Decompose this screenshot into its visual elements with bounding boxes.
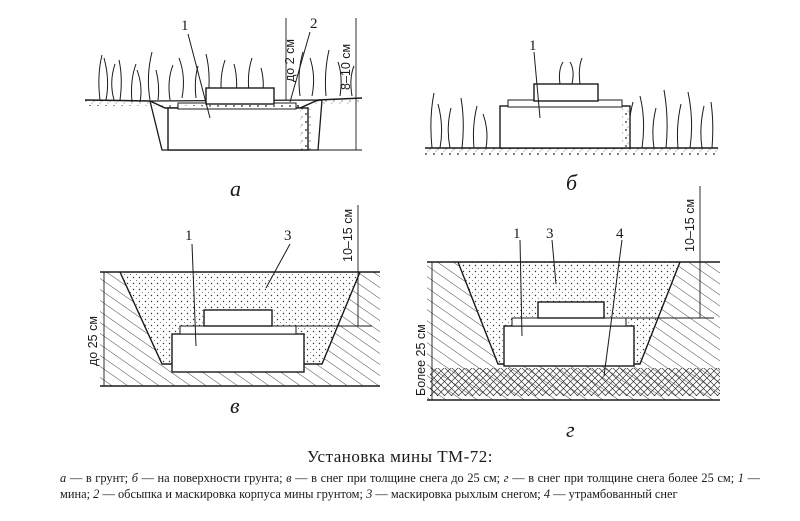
- legend-text-3: — маскировка рыхлым снегом;: [372, 487, 544, 501]
- panel-g: 1 3 4 Более 25 см 10–15 см г: [414, 186, 720, 442]
- legend-key-a: а: [60, 471, 67, 485]
- grass-a: [98, 49, 355, 103]
- legend-key-v: в: [286, 471, 292, 485]
- legend-text-b: — на поверхности грунта;: [137, 471, 287, 485]
- caption-legend: а — в грунт; б — на поверхности грунта; …: [60, 470, 760, 502]
- legend-text-1: — мина;: [60, 471, 761, 501]
- mine-body-g: [503, 325, 635, 367]
- mine-body-a: [167, 107, 309, 151]
- legend-key-3: 3: [366, 487, 373, 501]
- leader-1-v: [191, 243, 197, 347]
- mine-body-v: [171, 333, 305, 373]
- label-1-v: 1: [185, 228, 193, 244]
- label-4-g: 4: [616, 226, 624, 242]
- leader-1-a: [187, 33, 211, 119]
- mine-fuze-a: [205, 87, 275, 105]
- ground-soil-b: [425, 148, 718, 156]
- leader-2-a: [289, 31, 311, 103]
- mine-body-b: [499, 105, 631, 149]
- packed-snow-g: [430, 368, 720, 396]
- tm72-installation-diagram: 1 2 до 2 см 8–10 см а 1 б: [84, 16, 720, 442]
- leader-1-g: [519, 239, 523, 337]
- mine-edge-b: [622, 106, 630, 148]
- panel-letter-b: б: [566, 170, 578, 195]
- legend-text-2: — обсыпка и маскировка корпуса мины грун…: [99, 487, 367, 501]
- dim-label-cover-g: 10–15 см: [683, 199, 697, 252]
- panel-letter-g: г: [566, 417, 575, 442]
- panel-letter-v: в: [230, 393, 240, 418]
- label-1-b: 1: [529, 38, 537, 54]
- mine-rim-v: [179, 325, 297, 335]
- label-1-a: 1: [181, 18, 189, 34]
- leader-1-b: [533, 51, 541, 119]
- dim-label-snow-v: до 25 см: [86, 316, 100, 366]
- legend-text-g: — в снег при толщине снега более 25 см;: [508, 471, 738, 485]
- dim-label-depth-a: 8–10 см: [339, 44, 353, 90]
- legend-key-2: 2: [93, 487, 100, 501]
- legend-key-1: 1: [737, 471, 744, 485]
- caption-title: Установка мины ТМ-72:: [307, 447, 493, 466]
- leader-4-g: [603, 239, 623, 377]
- leader-3-g: [551, 239, 557, 285]
- panel-letter-a: а: [230, 176, 241, 201]
- legend-text-4: — утрамбованный снег: [550, 487, 678, 501]
- label-3-v: 3: [284, 228, 292, 244]
- dim-label-snow-g: Более 25 см: [414, 324, 428, 396]
- mine-fuze-b: [533, 83, 599, 102]
- panel-b: 1 б: [425, 38, 718, 195]
- legend-key-b: б: [131, 471, 138, 485]
- legend-key-4: 4: [543, 487, 551, 501]
- panel-v: 1 3 до 25 см 10–15 см в: [86, 205, 380, 418]
- legend-key-g: г: [503, 471, 509, 485]
- label-1-g: 1: [513, 226, 521, 242]
- ground-hatch-g: [427, 262, 720, 400]
- mine-rim-g: [511, 317, 627, 327]
- panel-a: 1 2 до 2 см 8–10 см а: [84, 16, 363, 201]
- label-3-g: 3: [546, 226, 554, 242]
- dim-label-cover-a: до 2 см: [283, 39, 297, 82]
- ground-hatch-v: [100, 272, 380, 386]
- leader-3-v: [265, 243, 291, 289]
- legend-text-v: — в снег при толщине снега до 25 см;: [291, 471, 504, 485]
- mine-fuze-v: [203, 309, 273, 327]
- cover-soil-a: [168, 104, 312, 150]
- dim-label-cover-v: 10–15 см: [341, 209, 355, 262]
- label-2-a: 2: [310, 16, 318, 32]
- legend-text-a: — в грунт;: [66, 471, 132, 485]
- mine-fuze-g: [537, 301, 605, 319]
